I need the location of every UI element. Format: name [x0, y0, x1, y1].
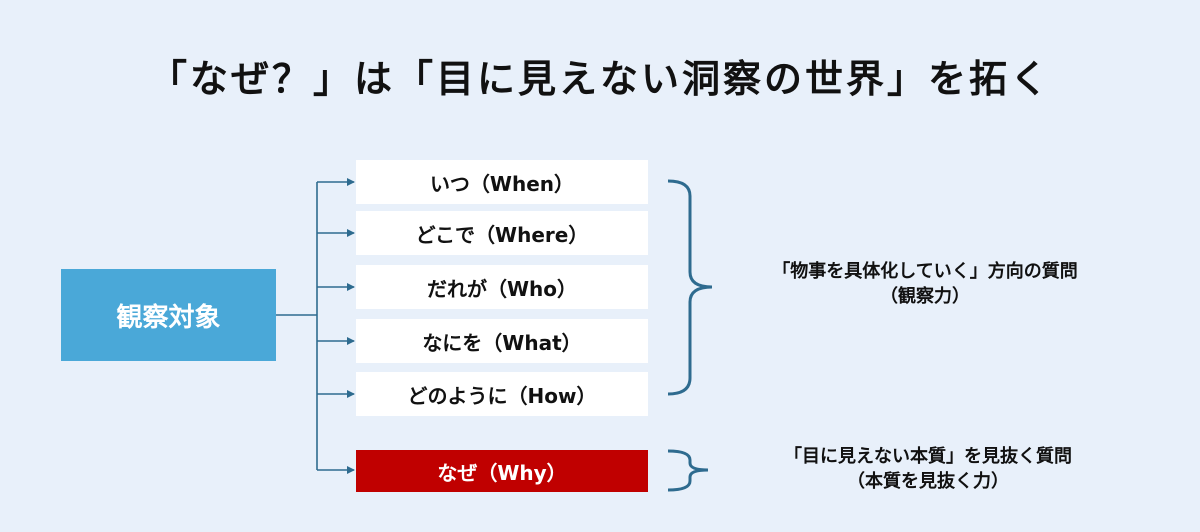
- question-why: なぜ（Why）: [356, 450, 648, 492]
- brace-essence: [667, 449, 709, 492]
- page-title: 「なぜ？」は「目に見えない洞察の世界」を拓く: [148, 57, 1051, 101]
- question-what: なにを（What）: [356, 319, 648, 363]
- concrete-question-note: 「物事を具体化していく」方向の質問 （観察力）: [725, 259, 1125, 309]
- concrete-note-line2: （観察力）: [880, 286, 970, 307]
- question-where: どこで（Where）: [356, 211, 648, 255]
- question-how: どのように（How）: [356, 372, 648, 416]
- concrete-note-line1: 「物事を具体化していく」方向の質問: [772, 261, 1078, 282]
- essence-question-note: 「目に見えない本質」を見抜く質問 （本質を見抜く力）: [728, 444, 1128, 494]
- essence-note-line2: （本質を見抜く力）: [847, 471, 1009, 492]
- subject-box: 観察対象: [61, 269, 276, 361]
- essence-note-line1: 「目に見えない本質」を見抜く質問: [784, 446, 1072, 467]
- question-when: いつ（When）: [356, 160, 648, 204]
- brace-concrete: [667, 179, 713, 396]
- question-who: だれが（Who）: [356, 265, 648, 309]
